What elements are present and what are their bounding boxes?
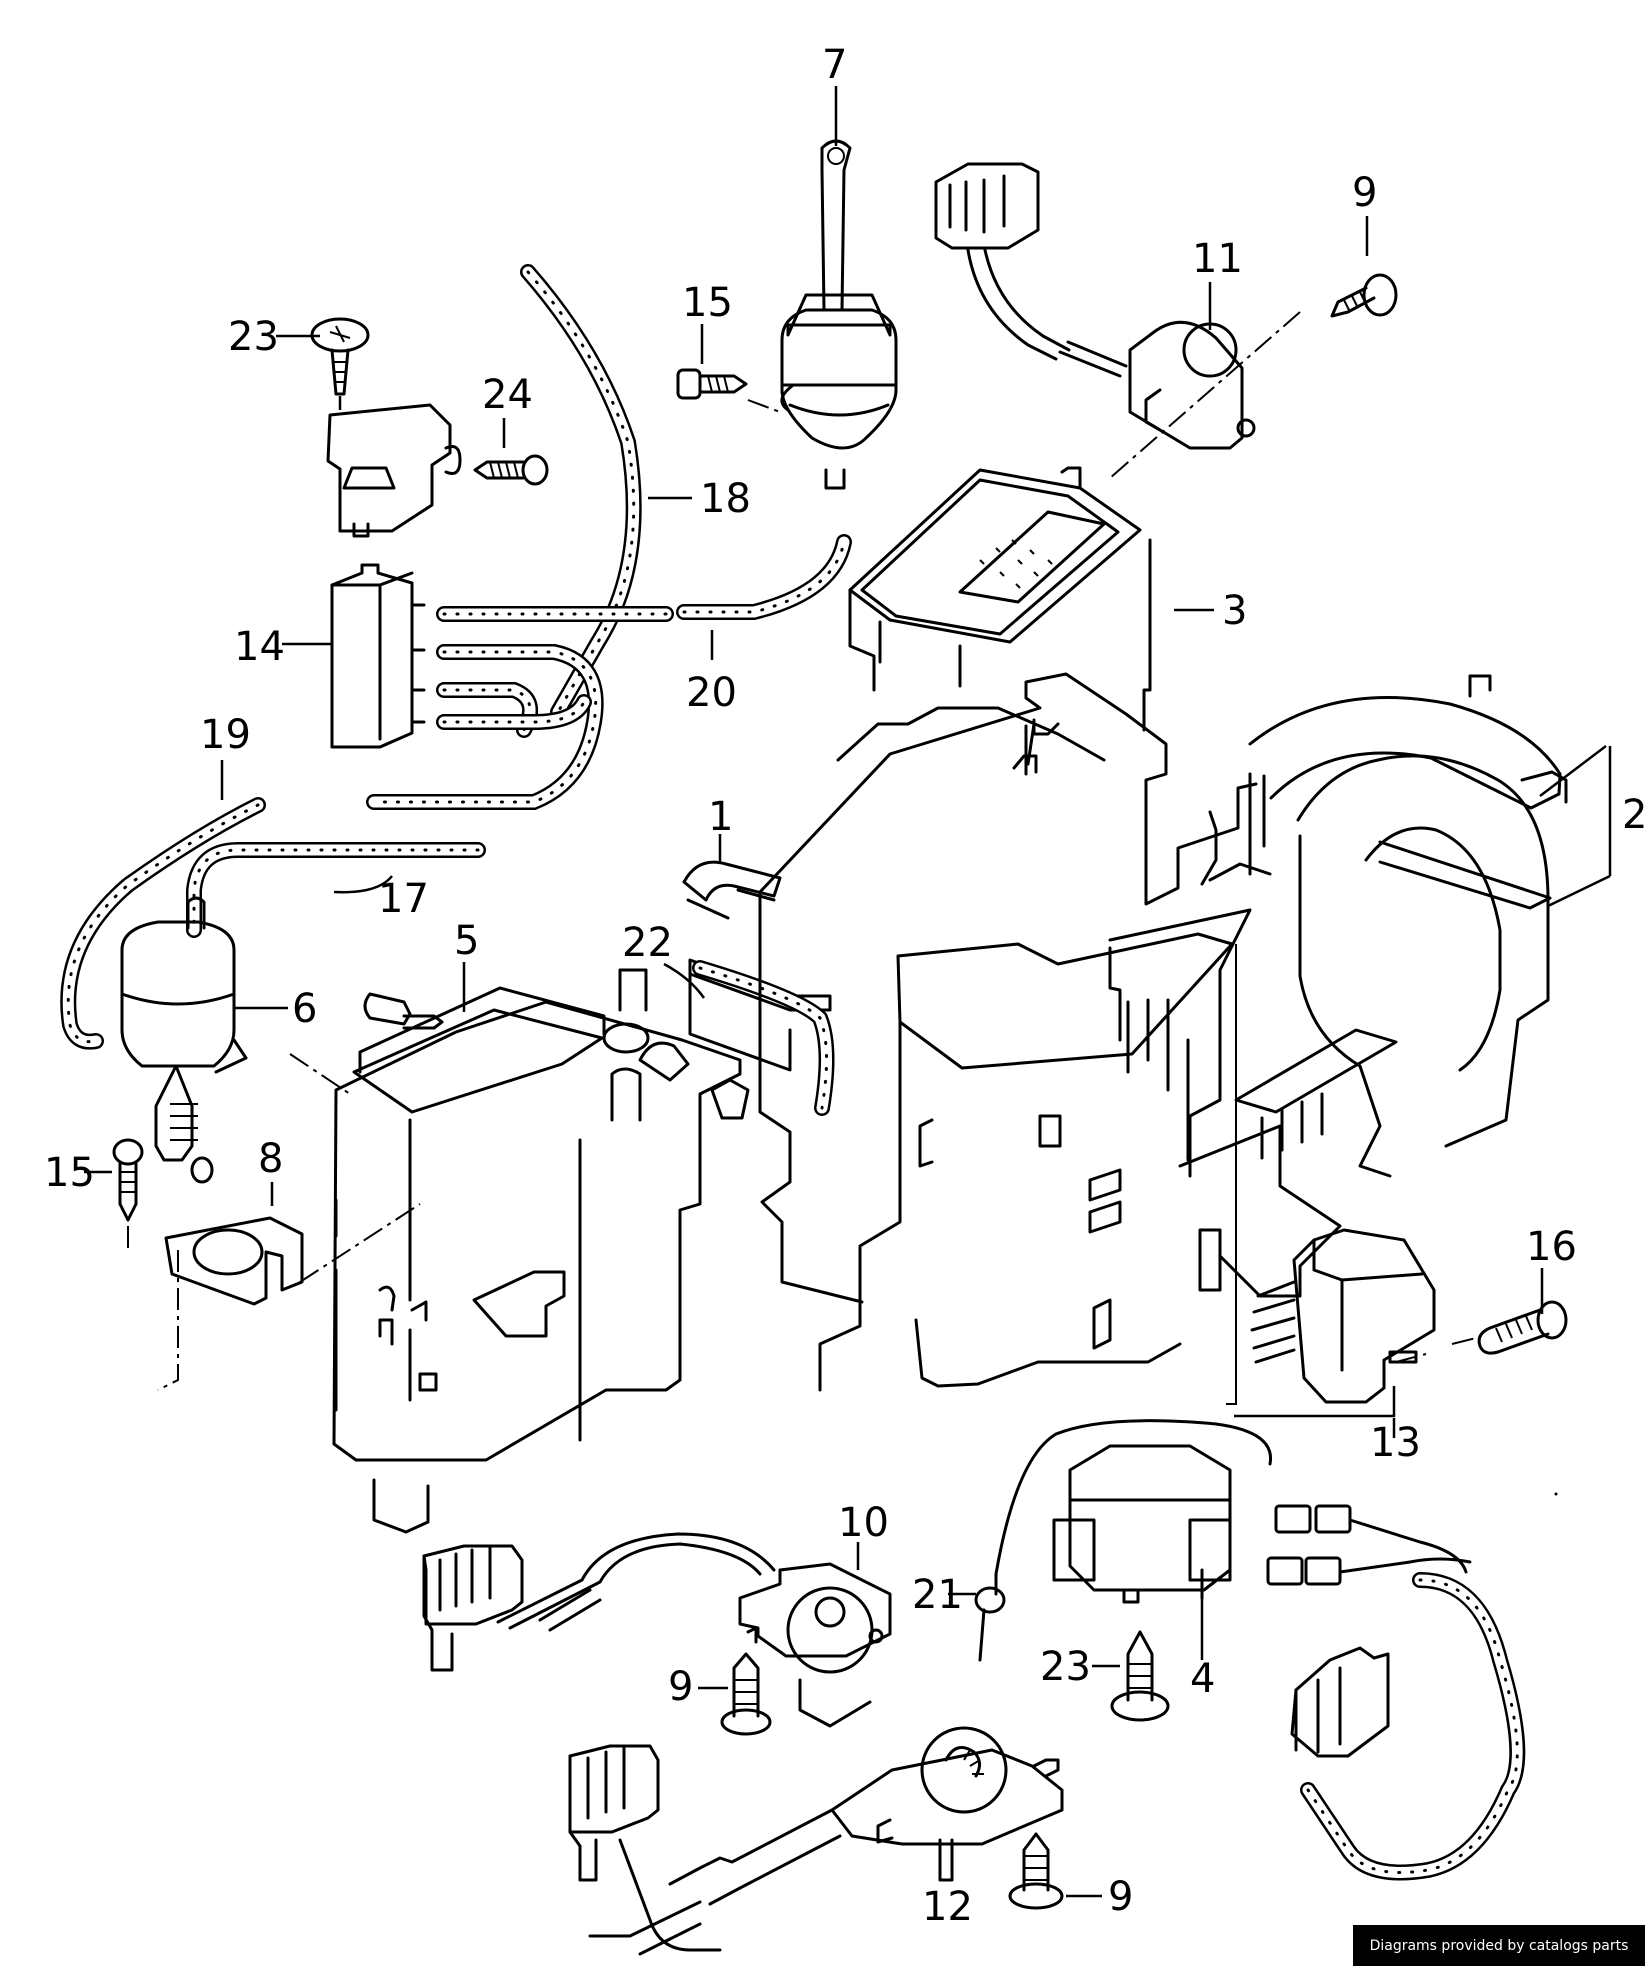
vacuum-hoses [60,264,852,1050]
callout-15-top: 15 [682,280,733,326]
part-9-screw-mid [720,1652,772,1736]
part-5-nipple [363,992,444,1030]
callout-21: 21 [912,1572,963,1618]
part-9-screw-top [1330,273,1398,318]
part-22-duct-flap [638,958,835,1120]
callout-labels: 7 9 11 15 23 24 18 3 14 20 2 19 1 17 5 2… [44,42,1645,1930]
part-13-blower-resistor [1234,1228,1477,1418]
part-3-filter-frame [848,466,1152,732]
callout-18: 18 [700,476,751,522]
callout-6: 6 [292,986,317,1032]
part-12-servo-motor [568,1726,1064,1956]
part-23-screw-top [310,317,370,396]
part-14-valve-block [330,563,426,749]
part-24-bracket [326,403,462,538]
callout-9-top: 9 [1352,170,1377,216]
callout-24: 24 [482,372,533,418]
callout-22: 22 [622,920,673,966]
callout-5: 5 [454,918,479,964]
callout-19: 19 [200,712,251,758]
callout-23-top: 23 [228,314,279,360]
callout-8: 8 [258,1136,283,1182]
part-24-screw [473,454,549,486]
callout-23-bottom: 23 [1040,1644,1091,1690]
part-9-screw-bottom [1008,1832,1064,1910]
part-5-heater-housing [289,968,742,1534]
callout-1: 1 [708,794,733,840]
callout-9-mid: 9 [668,1664,693,1710]
callout-4: 4 [1190,1656,1215,1702]
part-16-screw [1477,1300,1568,1355]
leader-lines [84,86,1544,1898]
wiring-harness-right [1266,1504,1526,1881]
part-21-grommet [974,1419,1273,1662]
main-evaporator-housing [758,672,1272,1392]
part-2-blower-housing [1088,674,1568,1405]
part-2-bracket-lines [1539,745,1612,908]
part-6-vacuum-actuator [120,896,248,1184]
callout-16: 16 [1526,1224,1577,1270]
callout-17: 17 [378,876,429,922]
callout-9-bottom: 9 [1108,1874,1133,1920]
callout-15-left: 15 [44,1150,95,1196]
part-11-servo-motor [934,162,1301,479]
part-10-servo-motor [422,1532,892,1728]
part-7-actuator [780,139,898,490]
callout-14: 14 [234,624,285,670]
part-15-screw-left [112,1138,144,1252]
part-23-screw-bottom [1110,1630,1170,1722]
callout-12: 12 [922,1884,973,1930]
callout-2: 2 [1622,792,1645,838]
part-1-clip [682,860,782,920]
callout-7: 7 [822,42,847,88]
callout-3: 3 [1222,588,1247,634]
callout-11: 11 [1192,236,1243,282]
callout-13: 13 [1370,1420,1421,1466]
credit-banner: Diagrams provided by catalogs parts [1353,1925,1645,1966]
part-4-relay [1052,1444,1232,1604]
part-8-bracket [157,1203,421,1391]
callout-20: 20 [686,670,737,716]
callout-10: 10 [838,1500,889,1546]
part-15-screw-top [676,368,781,413]
stray-mark [1554,1492,1558,1496]
